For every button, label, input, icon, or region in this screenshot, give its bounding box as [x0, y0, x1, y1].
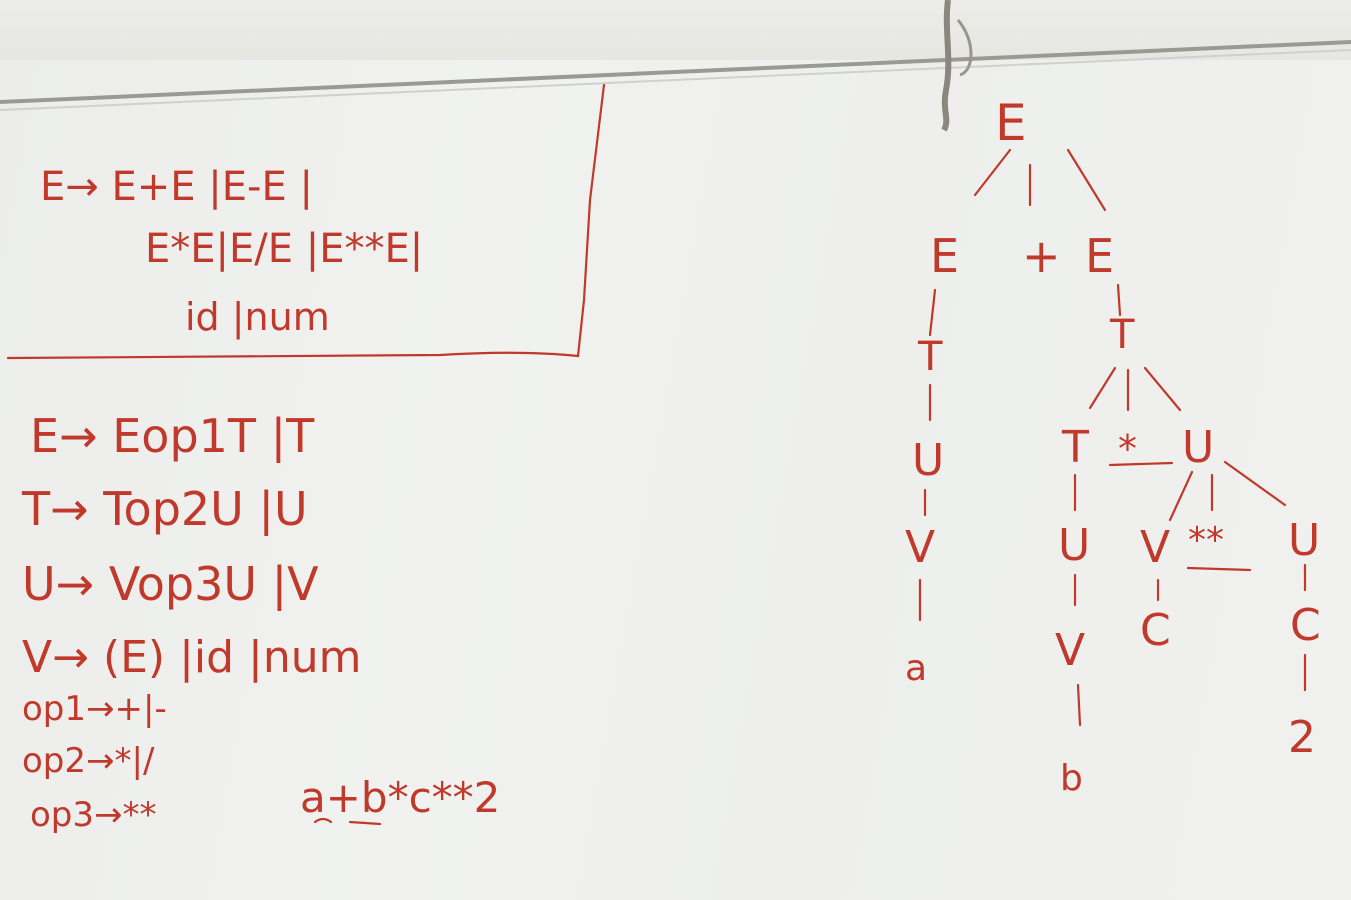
tree-mid-star: * — [1118, 427, 1137, 471]
tree-l1-right: E — [1085, 229, 1114, 283]
tree-u-u: U — [1288, 515, 1320, 566]
ambiguous-line-3: id |num — [185, 295, 330, 340]
tree-u-power: ** — [1188, 520, 1224, 561]
ambiguous-line-1: E→ E+E |E-E | — [40, 164, 313, 210]
hanging-loop — [956, 19, 973, 77]
tree-right-t: T — [1109, 312, 1135, 358]
tree-u-v: V — [1140, 522, 1170, 573]
edge-root-right — [1066, 148, 1107, 212]
rule-u: U→ Vop3U |V — [22, 557, 319, 612]
tree-leaf-c1: C — [1140, 605, 1171, 656]
op1-rule: op1→+|- — [22, 689, 167, 729]
power-underline — [1186, 566, 1252, 572]
tree-l1-left: E — [930, 229, 959, 283]
rule-e: E→ Eop1T |T — [30, 409, 315, 464]
tree-left-leaf: a — [905, 648, 927, 689]
edge-u-right — [1223, 460, 1287, 507]
tree-mid-chain-leaf: b — [1060, 758, 1083, 799]
board-frame-top — [0, 40, 1351, 104]
tree-left-u: U — [912, 435, 944, 486]
grammar-box-border — [6, 83, 606, 360]
tree-right-c: C — [1290, 600, 1321, 651]
tree-root: E — [995, 94, 1027, 152]
edge-u-left — [1168, 470, 1194, 522]
parse-tree: E E + E T U V a T T * U U V b — [905, 94, 1321, 799]
board-frame-inner — [0, 49, 1351, 111]
tree-mid-u: U — [1182, 422, 1214, 473]
tree-right-2: 2 — [1288, 712, 1316, 763]
op3-rule: op3→** — [30, 795, 157, 835]
op2-rule: op2→*|/ — [22, 741, 155, 781]
edge-right-1 — [1116, 283, 1122, 317]
rule-t: T→ Top2U |U — [21, 482, 308, 537]
expression-underline — [313, 817, 382, 826]
expression: a+b*c**2 — [300, 773, 500, 822]
hanging-cable — [941, 0, 952, 132]
whiteboard — [0, 60, 1351, 900]
ambiguous-line-2: E*E|E/E |E**E| — [145, 226, 423, 272]
star-underline — [1108, 461, 1174, 467]
edge-mid-3 — [1076, 683, 1082, 727]
tree-left-v: V — [905, 522, 935, 573]
edge-root-left — [973, 148, 1012, 197]
rule-v: V→ (E) |id |num — [22, 632, 362, 683]
tree-mid-chain-u: U — [1058, 520, 1090, 571]
tree-left-t: T — [917, 334, 943, 380]
tree-l1-plus: + — [1022, 229, 1061, 283]
tree-mid-t: T — [1061, 422, 1089, 473]
edge-t-right — [1143, 366, 1182, 412]
edge-left-1 — [928, 288, 937, 337]
tree-mid-chain-v: V — [1055, 625, 1085, 676]
edge-t-left — [1088, 366, 1117, 410]
